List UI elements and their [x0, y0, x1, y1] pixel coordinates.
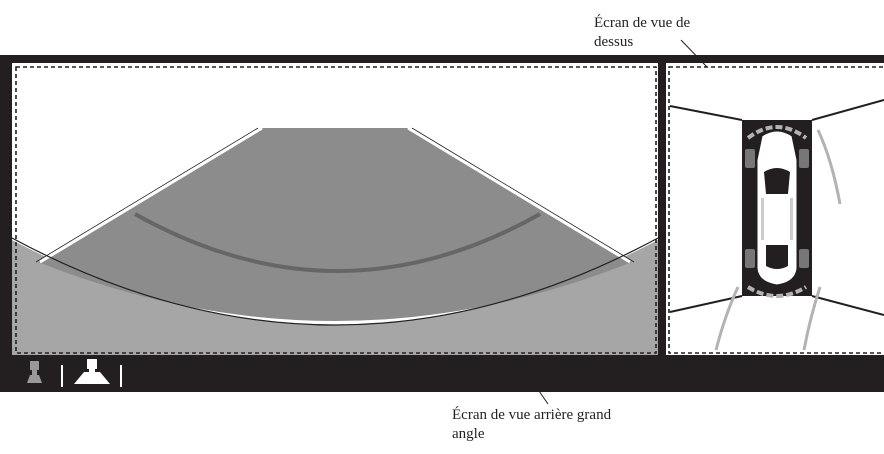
road-right-edge: [407, 126, 631, 264]
guide-line: [811, 99, 884, 121]
rear-view-leader-line: [513, 354, 549, 405]
camera-standard-view-icon[interactable]: [27, 361, 42, 383]
road-left-edge: [39, 126, 263, 264]
guide-line: [669, 295, 743, 313]
rear-view-callout-line-2: angle: [452, 426, 485, 442]
top-view-dashed-outline: [668, 66, 884, 354]
top-view-leader-line: [680, 39, 708, 68]
rear-sensor-arc: [746, 285, 808, 298]
top-view-callout: Écran de vue de dessus: [594, 14, 690, 52]
ground-area: [12, 240, 658, 355]
top-view-callout-line-1: Écran de vue de: [594, 15, 691, 31]
predicted-path-rear-right: [802, 286, 822, 351]
guide-line: [669, 105, 743, 121]
view-boundary-arc: [11, 237, 659, 326]
front-sensor-arc: [746, 125, 808, 140]
guide-line: [811, 295, 884, 316]
predicted-path-right: [816, 129, 842, 205]
rear-view-dashed-outline: [15, 66, 657, 354]
distance-guide-line: [134, 212, 541, 273]
camera-wide-view-icon-selected[interactable]: [74, 359, 110, 384]
road-area: [38, 128, 632, 321]
rear-view-callout-line-1: Écran de vue arrière grand: [452, 407, 612, 423]
top-view-panel: [666, 63, 884, 355]
top-view-callout-line-2: dessus: [594, 34, 634, 50]
rear-view-callout: Écran de vue arrière grand angle: [452, 406, 611, 444]
rear-wide-view-panel: [11, 63, 659, 355]
predicted-path-rear-left: [714, 286, 740, 351]
